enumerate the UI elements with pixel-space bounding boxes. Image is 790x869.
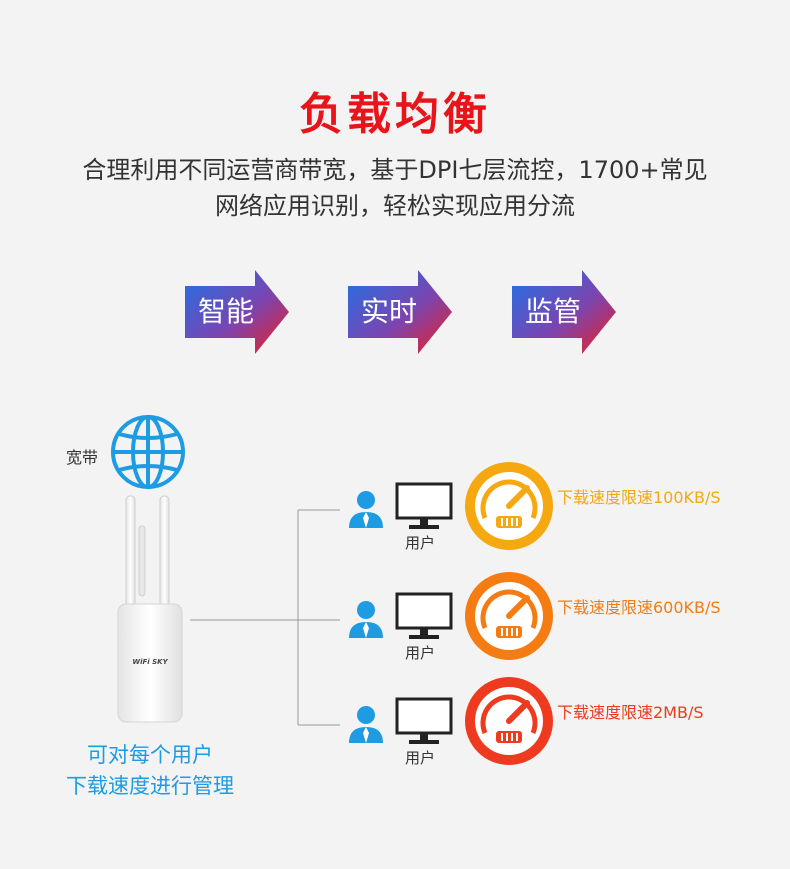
user-row: 用户 下载速度限速2MB/S: [345, 677, 765, 793]
monitor-icon: [395, 697, 453, 744]
description-line-2: 网络应用识别，轻松实现应用分流: [215, 192, 575, 220]
speed-limit-text: 下载速度限速2MB/S: [557, 703, 704, 722]
user-person-icon: [349, 706, 383, 743]
feature-label-monitor: 监管: [524, 295, 581, 328]
speedometer-icon: [465, 572, 553, 660]
feature-arrow-monitor: 监管: [512, 270, 616, 354]
router-caption-line-2: 下载速度进行管理: [66, 774, 234, 798]
monitor-icon: [395, 482, 453, 529]
description-line-1: 合理利用不同运营商带宽，基于DPI七层流控，1700+常见: [82, 156, 708, 184]
feature-label-smart: 智能: [197, 295, 254, 328]
router-caption-line-1: 可对每个用户: [87, 743, 213, 767]
speedometer-icon: [465, 677, 553, 765]
user-label: 用户: [405, 749, 436, 767]
user-row: 用户 下载速度限速100KB/S: [345, 462, 765, 578]
description: 合理利用不同运营商带宽，基于DPI七层流控，1700+常见 网络应用识别，轻松实…: [40, 152, 750, 224]
router-caption: 可对每个用户 下载速度进行管理: [40, 740, 260, 802]
feature-label-realtime: 实时: [360, 295, 417, 328]
speedometer-icon: [465, 462, 553, 550]
user-row: 用户 下载速度限速600KB/S: [345, 572, 765, 688]
globe-icon: [110, 414, 186, 494]
user-person-icon: [349, 491, 383, 528]
user-label: 用户: [405, 534, 436, 552]
feature-arrow-smart: 智能: [185, 270, 289, 354]
router-icon: WiFi SKY: [112, 486, 192, 730]
page-title: 负载均衡: [299, 89, 491, 140]
speed-limit-text: 下载速度限速600KB/S: [557, 598, 721, 617]
speed-limit-text: 下载速度限速100KB/S: [557, 488, 721, 507]
user-label: 用户: [405, 644, 436, 662]
feature-arrow-realtime: 实时: [348, 270, 452, 354]
broadband-label: 宽带: [66, 448, 99, 467]
user-person-icon: [349, 601, 383, 638]
arrow-shape-icon: [348, 270, 452, 354]
router-brand: WiFi SKY: [132, 658, 168, 666]
arrow-shape-icon: [185, 270, 289, 354]
monitor-icon: [395, 592, 453, 639]
arrow-shape-icon: [512, 270, 616, 354]
